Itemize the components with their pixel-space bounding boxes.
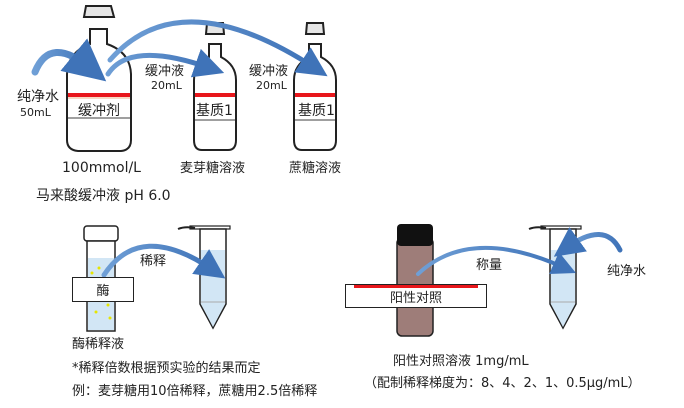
water-arrow	[553, 227, 623, 257]
enzyme-tube-label: 酶	[72, 277, 134, 302]
red-line	[354, 285, 478, 288]
transfer2-volume: 20mL	[256, 79, 287, 92]
enzyme-caption: 酶稀释液	[72, 337, 125, 352]
water-label-top: 纯净水	[17, 89, 59, 105]
dilute-arrow	[101, 243, 226, 279]
eppendorf-tube-left-icon	[177, 225, 231, 330]
buffer-bottle-icon	[66, 5, 132, 152]
water-label-bottom: 纯净水	[607, 264, 647, 279]
gradient-note: （配制稀释梯度为：8、4、2、1、0.5μg/mL）	[364, 376, 641, 391]
transfer2-label: 缓冲液	[249, 64, 289, 79]
weigh-arrow	[416, 245, 576, 276]
transfer-arrows	[31, 19, 328, 82]
control-caption: 阳性对照溶液 1mg/mL	[393, 354, 529, 369]
buffer-name: 马来酸缓冲液 pH 6.0	[36, 188, 171, 204]
positive-control-label: 阳性对照	[345, 284, 487, 308]
substrate-bottle2-label: 基质1	[298, 103, 335, 119]
buffer-bottle-label: 缓冲剂	[78, 103, 120, 119]
substrate-bottle2-name: 蔗糖溶液	[289, 161, 342, 176]
water-volume: 50mL	[20, 106, 51, 119]
note-line1: *稀释倍数根据预实验的结果而定	[72, 361, 261, 376]
positive-control-vial-icon	[396, 224, 434, 337]
transfer1-volume: 20mL	[151, 79, 182, 92]
positive-control-label-text: 阳性对照	[389, 290, 442, 306]
dilute-label: 稀释	[140, 254, 167, 269]
weigh-label: 称量	[476, 258, 503, 273]
sucrose-bottle-icon	[293, 22, 337, 151]
transfer1-label: 缓冲液	[145, 64, 185, 79]
substrate-bottle1-label: 基质1	[196, 103, 233, 119]
note-line2: 例：麦芽糖用10倍稀释，蔗糖用2.5倍稀释	[72, 384, 318, 399]
substrate-bottle1-name: 麦芽糖溶液	[180, 161, 246, 176]
maltose-bottle-icon	[193, 22, 237, 151]
buffer-concentration: 100mmol/L	[62, 160, 141, 176]
